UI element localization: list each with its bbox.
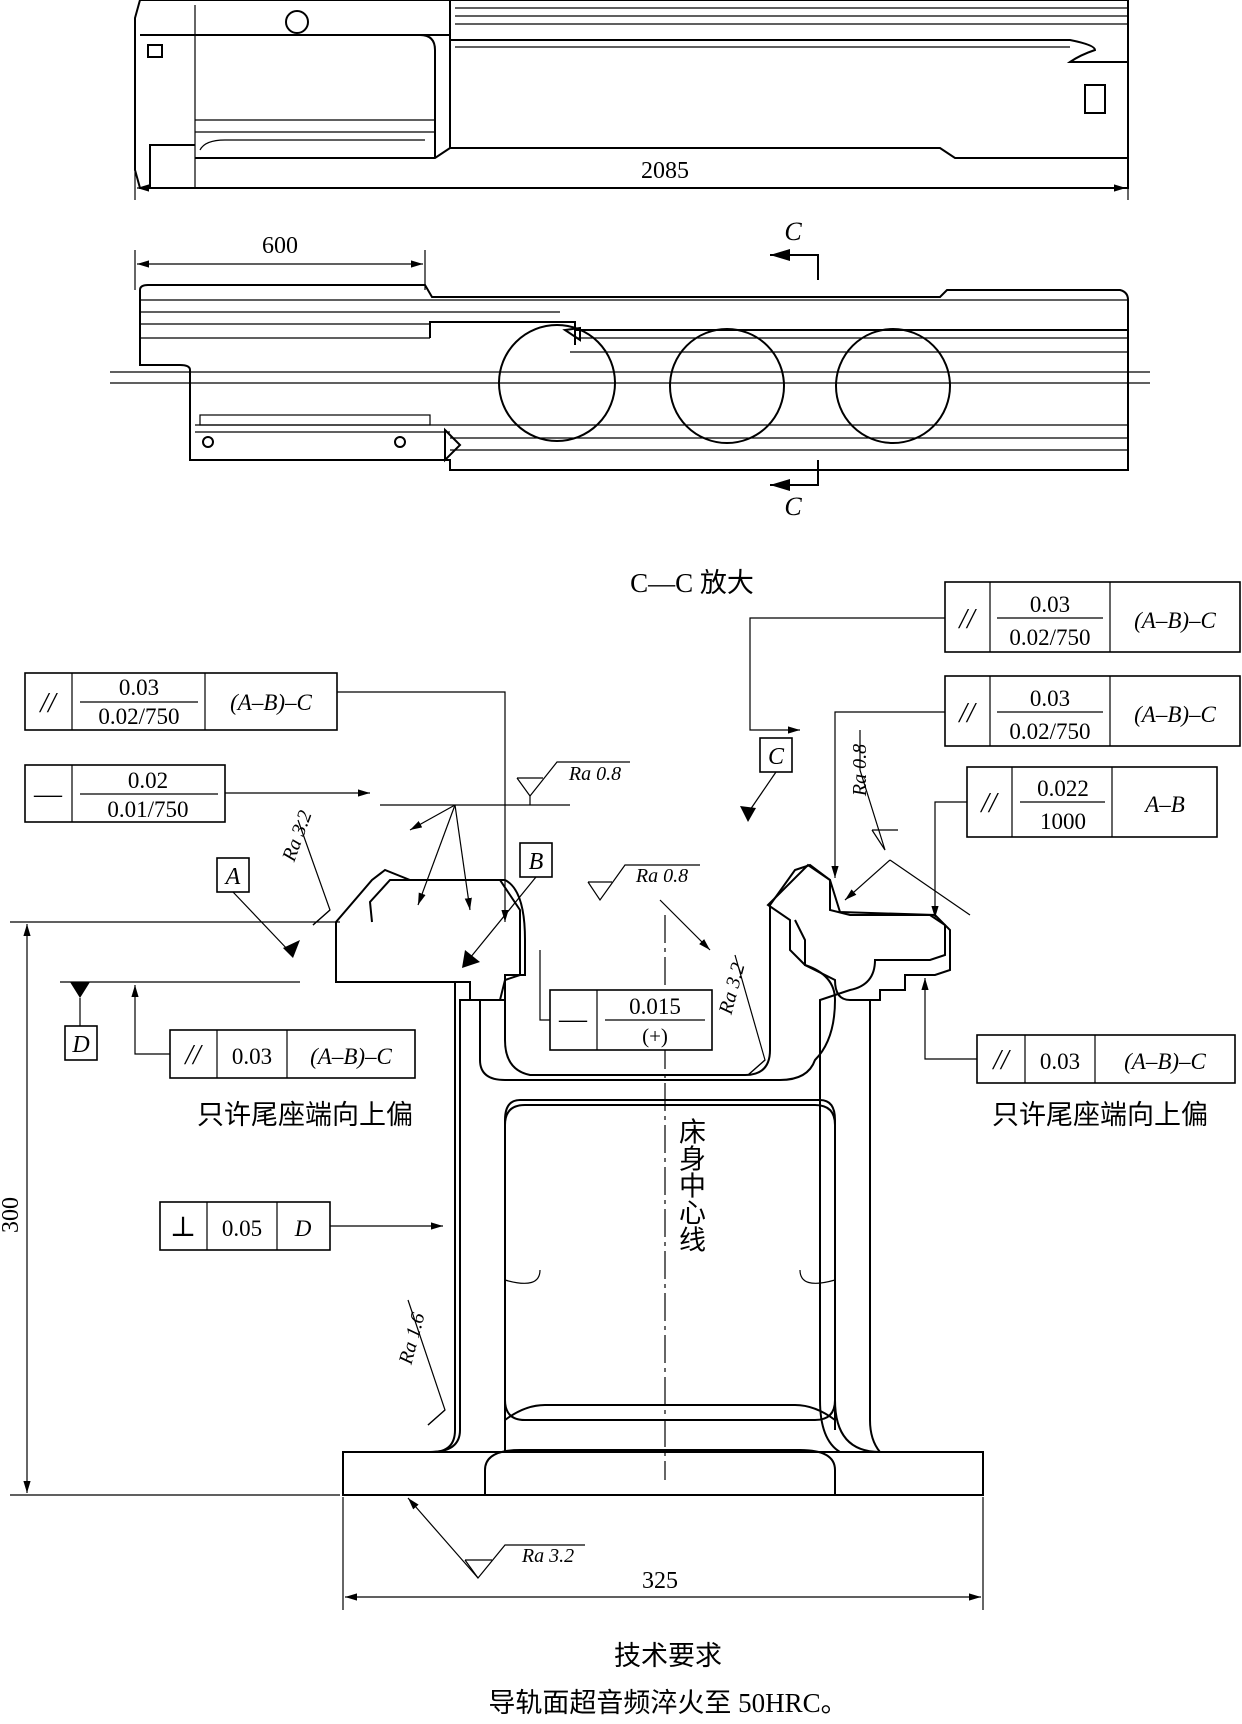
dimension-height: 300 xyxy=(0,921,340,1496)
svg-text://: // xyxy=(183,1040,203,1071)
svg-text:0.05: 0.05 xyxy=(222,1216,262,1241)
note-tail-right: 只许尾座端向上偏 xyxy=(992,1100,1208,1130)
svg-text:D: D xyxy=(71,1032,89,1058)
dimension-base-width: 325 xyxy=(342,1497,984,1610)
svg-text:(A–B)–C: (A–B)–C xyxy=(1134,702,1216,727)
datum-c: C xyxy=(740,737,793,822)
dimension-segment-length: 600 xyxy=(134,233,426,290)
svg-text:Ra 0.8: Ra 0.8 xyxy=(568,763,621,785)
tolerance-frame-parallelism-5: // 0.03 (A–B)–C xyxy=(131,985,416,1079)
svg-text:0.01/750: 0.01/750 xyxy=(107,797,188,822)
svg-text://: // xyxy=(991,1045,1011,1076)
cross-section xyxy=(335,863,984,1496)
svg-text:0.02/750: 0.02/750 xyxy=(1009,625,1090,650)
roughness-ra08-left: Ra 0.8 xyxy=(380,761,630,911)
height-label: 300 xyxy=(0,1197,24,1233)
tolerance-frame-parallelism-4: // 0.022 1000 A–B xyxy=(931,766,1218,918)
tolerance-frame-parallelism-2: // 0.03 0.02/750 (A–B)–C xyxy=(749,581,1241,734)
svg-text:Ra 0.8: Ra 0.8 xyxy=(635,865,688,887)
tolerance-frame-straightness-1: — 0.02 0.01/750 xyxy=(24,764,370,823)
svg-text:0.02: 0.02 xyxy=(128,768,168,793)
roughness-ra16: Ra 1.6 xyxy=(395,1299,446,1426)
svg-text:0.022: 0.022 xyxy=(1037,776,1089,801)
svg-text:0.03: 0.03 xyxy=(119,675,159,700)
section-mark-top: C xyxy=(784,217,802,246)
svg-text:0.015: 0.015 xyxy=(629,994,681,1019)
segment-length-label: 600 xyxy=(262,233,298,259)
svg-text:0.03: 0.03 xyxy=(1030,592,1070,617)
datum-a: A xyxy=(216,857,300,958)
svg-text:0.02/750: 0.02/750 xyxy=(1009,719,1090,744)
dimension-overall-length: 2085 xyxy=(134,158,1129,200)
roughness-ra08-mid: Ra 0.8 xyxy=(587,864,711,951)
centerline-label: 床身中心线 xyxy=(675,1117,706,1252)
svg-text:床身中心线: 床身中心线 xyxy=(675,1117,706,1252)
roughness-ra32-left: Ra 3.2 xyxy=(278,808,331,926)
svg-text:A–B: A–B xyxy=(1143,792,1185,817)
svg-text:Ra 1.6: Ra 1.6 xyxy=(395,1310,430,1367)
datum-d: D xyxy=(60,981,300,1061)
note-tail-left: 只许尾座端向上偏 xyxy=(197,1100,413,1130)
section-title: C—C 放大 xyxy=(630,568,754,598)
svg-text:Ra 0.8: Ra 0.8 xyxy=(849,744,871,797)
svg-text:B: B xyxy=(529,849,544,875)
svg-text:—: — xyxy=(33,779,63,810)
tolerance-frame-perpendicularity: ⊥ 0.05 D xyxy=(159,1201,443,1251)
tolerance-frame-parallelism-3: // 0.03 0.02/750 (A–B)–C xyxy=(831,675,1241,878)
tolerance-frame-straightness-2: — 0.015 (+) xyxy=(539,950,713,1051)
tolerance-frame-parallelism-6: // 0.03 (A–B)–C xyxy=(921,978,1236,1084)
tolerance-frame-parallelism-1: // 0.03 0.02/750 (A–B)–C xyxy=(24,672,509,922)
top-view xyxy=(134,0,1129,189)
requirements-text: 导轨面超音频淬火至 50HRC。 xyxy=(488,1688,847,1718)
svg-text://: // xyxy=(957,698,977,729)
svg-text:0.03: 0.03 xyxy=(232,1044,272,1069)
svg-text://: // xyxy=(979,788,999,819)
front-view xyxy=(110,284,1150,471)
svg-text:(A–B)–C: (A–B)–C xyxy=(230,690,312,715)
svg-text://: // xyxy=(957,604,977,635)
svg-text:(A–B)–C: (A–B)–C xyxy=(310,1044,392,1069)
datum-b: B xyxy=(462,842,553,968)
svg-text:1000: 1000 xyxy=(1040,809,1086,834)
svg-text:D: D xyxy=(294,1216,312,1241)
roughness-ra32-base: Ra 3.2 xyxy=(407,1497,585,1579)
svg-text:(A–B)–C: (A–B)–C xyxy=(1134,608,1216,633)
svg-text:⊥: ⊥ xyxy=(170,1212,196,1243)
svg-text:0.03: 0.03 xyxy=(1040,1049,1080,1074)
section-mark-bottom: C xyxy=(784,492,802,521)
section-marks: C C xyxy=(770,217,819,521)
roughness-ra32-mid: Ra 3.2 xyxy=(715,954,766,1076)
svg-text:C: C xyxy=(768,744,785,770)
overall-length-label: 2085 xyxy=(641,158,689,184)
roughness-ra08-right: Ra 0.8 xyxy=(844,730,971,916)
svg-text:0.02/750: 0.02/750 xyxy=(98,704,179,729)
svg-text:0.03: 0.03 xyxy=(1030,686,1070,711)
svg-text://: // xyxy=(38,688,58,719)
svg-text:(+): (+) xyxy=(642,1024,668,1048)
svg-text:A: A xyxy=(224,864,241,890)
svg-text:Ra 3.2: Ra 3.2 xyxy=(521,1545,574,1567)
requirements-title: 技术要求 xyxy=(614,1641,722,1671)
svg-text:(A–B)–C: (A–B)–C xyxy=(1124,1049,1206,1074)
svg-text:—: — xyxy=(558,1004,588,1035)
base-width-label: 325 xyxy=(642,1568,678,1594)
